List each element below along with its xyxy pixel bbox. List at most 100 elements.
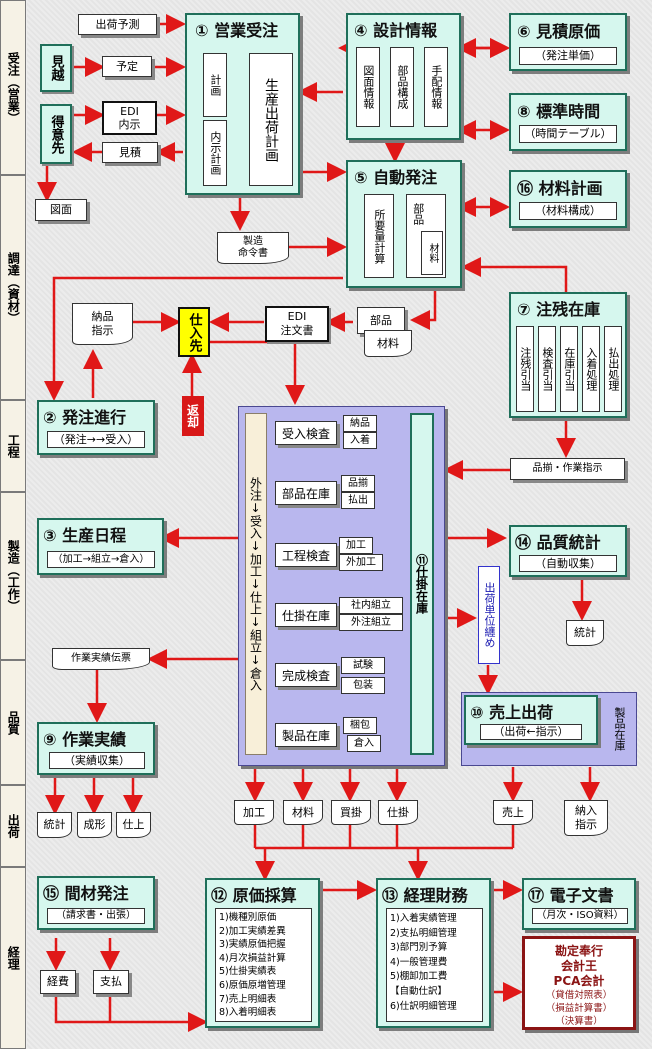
module-title: ④ 設計情報 — [354, 21, 438, 40]
module-quality-stats: ⑭ 品質統計 （自動収集） — [509, 525, 627, 577]
module-auto-order: ⑤ 自動発注 所要量計算 部品 材料 — [346, 160, 462, 288]
module-subtitle: （発注→→受入） — [47, 431, 145, 448]
module-title: ③ 生産日程 — [43, 526, 127, 545]
estimate-box: 見越 — [40, 44, 72, 92]
software-name: 勘定奉行 — [554, 944, 603, 958]
module-title: ⑫ 原価採算 — [211, 886, 297, 905]
module-order-progress: ② 発注進行 （発注→→受入） — [37, 400, 155, 455]
accounting-software-box: 勘定奉行 会計王 PCA会計 （貸借対照表） （損益計算書） （決算書） — [522, 936, 636, 1030]
expense-box: 経費 — [40, 970, 76, 994]
module-title: ① 営業受注 — [195, 21, 279, 40]
list-item: 6)仕訳明細管理 — [390, 1000, 457, 1012]
delivery-instruction-doc: 納品 指示 — [72, 303, 133, 345]
material-cost-doc: 材料 — [283, 800, 323, 825]
band-manufacturing: 製造（工作） — [0, 492, 26, 660]
module-subtitle: （請求書・出張） — [47, 908, 145, 924]
manufacturing-order-doc: 製造 命令書 — [217, 232, 289, 264]
issue-process-cell: 払出処理 — [604, 326, 622, 412]
module-title: ⑩ 売上出荷 — [470, 703, 554, 722]
module-title: ⑦ 注残在庫 — [517, 300, 601, 319]
list-item: 6)原価原増管理 — [219, 979, 286, 991]
product-stock-label: 製品在庫 — [613, 707, 626, 751]
software-name: PCA会計 — [553, 974, 605, 988]
finance-items-list: 1)入着実績管理 2)支払明細管理 3)部門別予算 4)一般管理費 5)棚卸加工… — [386, 908, 483, 1022]
list-item: 3)実績原価把握 — [219, 939, 286, 951]
backorder-alloc-cell: 注残引当 — [516, 326, 534, 412]
statistics-doc: 統計 — [566, 620, 604, 646]
module-subtitle: （発注単価） — [519, 47, 617, 65]
list-item: 4)月次損益計算 — [219, 952, 286, 964]
parts-material-cell: 部品 材料 — [406, 194, 446, 278]
work-result-slip: 作業実績伝票 — [52, 648, 150, 670]
module-subtitle: （材料構成） — [519, 202, 617, 220]
module-cost-profitability: ⑫ 原価採算 1)機種別原価 2)加工実績差異 3)実績原価把握 4)月次損益計… — [205, 878, 320, 1028]
parts-inventory: 部品在庫 — [275, 481, 337, 505]
supplier-box: 仕入先 — [178, 307, 210, 357]
payment-box: 支払 — [93, 970, 129, 994]
forming-doc: 成形 — [77, 812, 112, 838]
module-subtitle: （自動収集） — [519, 555, 617, 572]
module-title: ⑮ 間材発注 — [43, 884, 129, 903]
material-subcell: 材料 — [421, 231, 443, 275]
material-doc: 材料 — [364, 330, 412, 357]
testing-note: 試験 — [341, 657, 385, 674]
plan-note: 予定 — [102, 56, 152, 77]
module-sales-shipping: ⑩ 売上出荷 （出荷←指示） — [464, 695, 598, 745]
picking-note: 品揃 — [341, 475, 375, 492]
list-item: 5)仕掛実績表 — [219, 966, 277, 978]
list-item: 3)部門別予算 — [390, 942, 448, 954]
list-item: 5)棚卸加工費 — [390, 971, 448, 983]
module-title: ⑧ 標準時間 — [517, 102, 601, 121]
band-sales: 受注（営業） — [0, 0, 26, 175]
requirement-calc-cell: 所要量計算 — [364, 194, 394, 278]
module-title: ⑬ 経理財務 — [382, 886, 468, 905]
cost-items-list: 1)機種別原価 2)加工実績差異 3)実績原価把握 4)月次損益計算 5)仕掛実… — [215, 908, 312, 1022]
module-sales-order: ① 営業受注 計画 内示計画 生産出荷計画 — [185, 13, 300, 195]
statement-label: （決算書） — [555, 1016, 603, 1027]
list-item: 1)機種別原価 — [219, 912, 277, 923]
finishing-doc: 仕上 — [116, 812, 151, 838]
production-plan-cell: 生産出荷計画 — [249, 53, 293, 186]
list-item: 1)入着実績管理 — [390, 913, 457, 924]
module-standard-time: ⑧ 標準時間 （時間テーブル） — [509, 93, 627, 151]
module-backorder-inventory: ⑦ 注残在庫 注残引当 検査引当 在庫引当 入着処理 払出処理 — [509, 292, 627, 418]
shipping-panel: ⑩ 売上出荷 （出荷←指示） 製品在庫 — [461, 692, 637, 766]
statement-label: （貸借対照表） — [545, 990, 613, 1001]
module-estimate-cost: ⑥ 見積原価 （発注単価） — [509, 13, 627, 71]
warehousing-note: 倉入 — [347, 735, 381, 752]
process-inspection: 工程検査 — [275, 543, 337, 567]
wip-inventory: 仕掛在庫 — [275, 603, 337, 627]
module-design-info: ④ 設計情報 図面情報 部品構成 手配情報 — [346, 13, 461, 140]
ship-unit-grouping: 出荷単位纏め — [478, 566, 500, 664]
parts-doc: 部品 — [357, 307, 405, 334]
module-material-plan: ⑯ 材料計画 （材料構成） — [509, 170, 627, 228]
inspection-alloc-cell: 検査引当 — [538, 326, 556, 412]
module-indirect-material-order: ⑮ 間材発注 （請求書・出張） — [37, 876, 155, 930]
final-inspection: 完成検査 — [275, 663, 337, 687]
process-flow-strip: 外注↓受入↓加工↓仕上↓組立↓倉入 — [245, 413, 267, 755]
module-subtitle: （加工→組立→倉入） — [47, 551, 155, 568]
result-stats-doc: 統計 — [37, 812, 72, 838]
outsourced-machining-note: 外加工 — [339, 554, 383, 571]
delivery-instruction-doc-2: 納入 指示 — [564, 800, 608, 836]
return-box: 返却 — [182, 396, 204, 436]
edi-notice-box: EDI 内示 — [102, 101, 157, 135]
module-title: ② 発注進行 — [43, 408, 127, 427]
band-quality: 品質 — [0, 660, 26, 785]
edi-order-box: EDI 注文書 — [265, 306, 329, 342]
wip-module: ⑪仕掛在庫 — [410, 413, 434, 755]
list-item: 2)加工実績差異 — [219, 925, 286, 937]
product-inventory: 製品在庫 — [275, 723, 337, 747]
delivery-note: 納品 — [343, 415, 377, 432]
module-electronic-documents: ⑰ 電子文書 （月次・ISO資料） — [522, 878, 636, 930]
module-subtitle: （出荷←指示） — [480, 724, 582, 740]
picking-work-instruction: 品揃・作業指示 — [510, 458, 625, 480]
statement-label: （損益計算書） — [545, 1003, 613, 1014]
list-item: 7)売上明細表 — [219, 993, 277, 1005]
module-title: ⑥ 見積原価 — [517, 22, 601, 41]
software-name: 会計王 — [560, 959, 597, 973]
processing-doc: 加工 — [234, 800, 274, 825]
sales-doc: 売上 — [493, 800, 533, 825]
wip-doc: 仕掛 — [378, 800, 418, 825]
customer-box: 得意先 — [40, 104, 72, 164]
